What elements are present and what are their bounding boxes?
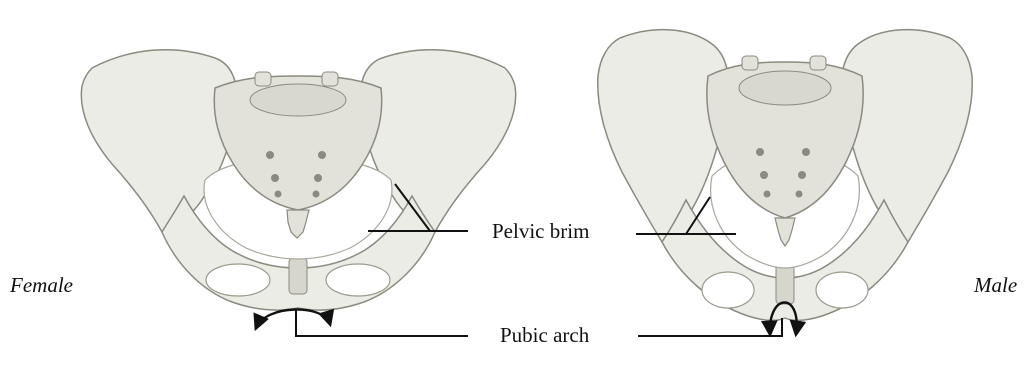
female-sacral-foramen: [318, 151, 326, 159]
female-arch-arrow-icon: [256, 309, 330, 328]
male-spinous-left: [742, 56, 758, 70]
male-sacral-foramen: [764, 191, 771, 198]
male-vertebra-top: [739, 71, 831, 105]
male-left-obturator: [702, 272, 754, 308]
female-pubic-symphysis: [289, 258, 307, 294]
male-right-ilium: [841, 30, 972, 242]
male-sacral-foramen: [760, 171, 768, 179]
male-spinous-right: [810, 56, 826, 70]
female-sacral-foramen: [271, 174, 279, 182]
female-right-obturator: [326, 264, 390, 296]
female-spinous-right: [322, 72, 338, 86]
male-left-ilium: [598, 30, 729, 242]
male-right-obturator: [816, 272, 868, 308]
female-sacral-foramen: [266, 151, 274, 159]
male-sacral-foramen: [796, 191, 803, 198]
female-left-obturator: [206, 264, 270, 296]
male-sacral-foramen: [798, 171, 806, 179]
pelvic-brim-label: Pelvic brim: [492, 219, 589, 243]
male-pelvis-illustration: [598, 30, 973, 321]
pubic-arch-label: Pubic arch: [500, 323, 590, 347]
male-arch-leader: [638, 318, 782, 336]
female-sacral-foramen: [275, 191, 282, 198]
female-sacral-foramen: [313, 191, 320, 198]
male-sacral-foramen: [756, 148, 764, 156]
female-spinous-left: [255, 72, 271, 86]
female-vertebra-top: [250, 84, 346, 116]
female-pelvis-illustration: [81, 50, 515, 310]
male-label: Male: [973, 273, 1017, 297]
female-label: Female: [9, 273, 73, 297]
male-sacral-foramen: [802, 148, 810, 156]
female-sacral-foramen: [314, 174, 322, 182]
